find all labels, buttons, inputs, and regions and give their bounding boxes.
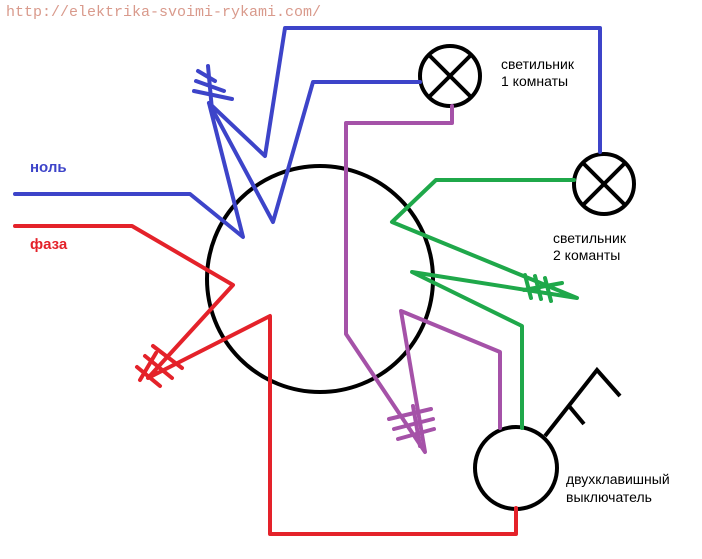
phase-wires bbox=[13, 224, 518, 536]
lamp-2 bbox=[572, 152, 636, 216]
lamp2-switched-wires bbox=[390, 178, 579, 430]
watermark-url: http://elektrika-svoimi-rykami.com/ bbox=[6, 4, 322, 21]
switch-label-line1: двухклавишный bbox=[566, 471, 670, 487]
lamp-1 bbox=[418, 44, 482, 108]
lamp2-label-line2: 2 команты bbox=[553, 247, 621, 263]
neutral-wires bbox=[13, 26, 602, 239]
lamp1-label-line1: светильник bbox=[501, 56, 574, 72]
phase-label: фаза bbox=[30, 236, 68, 253]
lamp2-label-line1: светильник bbox=[553, 230, 626, 246]
lamp1-label-line2: 1 комнаты bbox=[501, 73, 569, 89]
switch-label-line2: выключатель bbox=[566, 489, 652, 505]
lamp1-switched-wires bbox=[344, 104, 502, 454]
neutral-label: ноль bbox=[30, 159, 67, 176]
junction-box bbox=[205, 164, 435, 394]
